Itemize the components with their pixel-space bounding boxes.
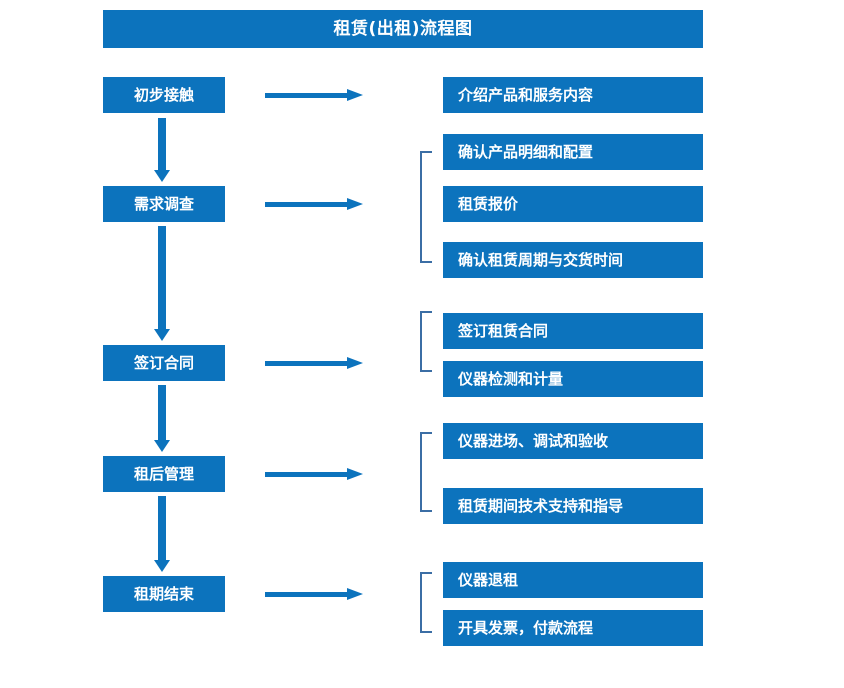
detail-label-6: 仪器检测和计量 xyxy=(458,369,564,388)
stage-label-5: 租期结束 xyxy=(133,584,194,603)
group-bracket-3 xyxy=(420,311,432,372)
stage-label-4: 租后管理 xyxy=(133,464,194,483)
right-arrow-icon-2 xyxy=(265,196,363,212)
stage-label-2: 需求调查 xyxy=(133,194,194,213)
stage-box-2[interactable]: 需求调查 xyxy=(103,186,225,222)
detail-label-10: 开具发票，付款流程 xyxy=(458,618,594,637)
detail-box-8[interactable]: 租赁期间技术支持和指导 xyxy=(443,488,703,524)
group-bracket-4 xyxy=(420,432,432,512)
stage-label-3: 签订合同 xyxy=(133,353,194,372)
stage-box-5[interactable]: 租期结束 xyxy=(103,576,225,612)
right-arrow-icon-5 xyxy=(265,586,363,602)
down-arrow-icon-1 xyxy=(154,118,170,182)
detail-box-7[interactable]: 仪器进场、调试和验收 xyxy=(443,423,703,459)
detail-label-2: 确认产品明细和配置 xyxy=(458,142,594,161)
detail-label-8: 租赁期间技术支持和指导 xyxy=(458,496,624,515)
detail-label-3: 租赁报价 xyxy=(458,194,519,213)
down-arrow-icon-2 xyxy=(154,226,170,341)
detail-box-1[interactable]: 介绍产品和服务内容 xyxy=(443,77,703,113)
right-arrow-icon-3 xyxy=(265,355,363,371)
detail-label-1: 介绍产品和服务内容 xyxy=(458,85,594,104)
stage-box-4[interactable]: 租后管理 xyxy=(103,456,225,492)
detail-box-4[interactable]: 确认租赁周期与交货时间 xyxy=(443,242,703,278)
detail-box-2[interactable]: 确认产品明细和配置 xyxy=(443,134,703,170)
stage-box-3[interactable]: 签订合同 xyxy=(103,345,225,381)
group-bracket-5 xyxy=(420,572,432,633)
detail-box-5[interactable]: 签订租赁合同 xyxy=(443,313,703,349)
flowchart-title-bar: 租赁(出租)流程图 xyxy=(103,10,703,48)
stage-label-1: 初步接触 xyxy=(133,85,194,104)
right-arrow-icon-4 xyxy=(265,466,363,482)
detail-label-7: 仪器进场、调试和验收 xyxy=(458,431,609,450)
down-arrow-icon-4 xyxy=(154,496,170,572)
detail-label-9: 仪器退租 xyxy=(458,570,519,589)
detail-box-3[interactable]: 租赁报价 xyxy=(443,186,703,222)
detail-label-4: 确认租赁周期与交货时间 xyxy=(458,250,624,269)
group-bracket-2 xyxy=(420,151,432,263)
detail-box-6[interactable]: 仪器检测和计量 xyxy=(443,361,703,397)
page-title: 租赁(出租)流程图 xyxy=(333,18,473,39)
down-arrow-icon-3 xyxy=(154,385,170,452)
detail-label-5: 签订租赁合同 xyxy=(458,321,549,340)
stage-box-1[interactable]: 初步接触 xyxy=(103,77,225,113)
detail-box-10[interactable]: 开具发票，付款流程 xyxy=(443,610,703,646)
detail-box-9[interactable]: 仪器退租 xyxy=(443,562,703,598)
right-arrow-icon-1 xyxy=(265,87,363,103)
